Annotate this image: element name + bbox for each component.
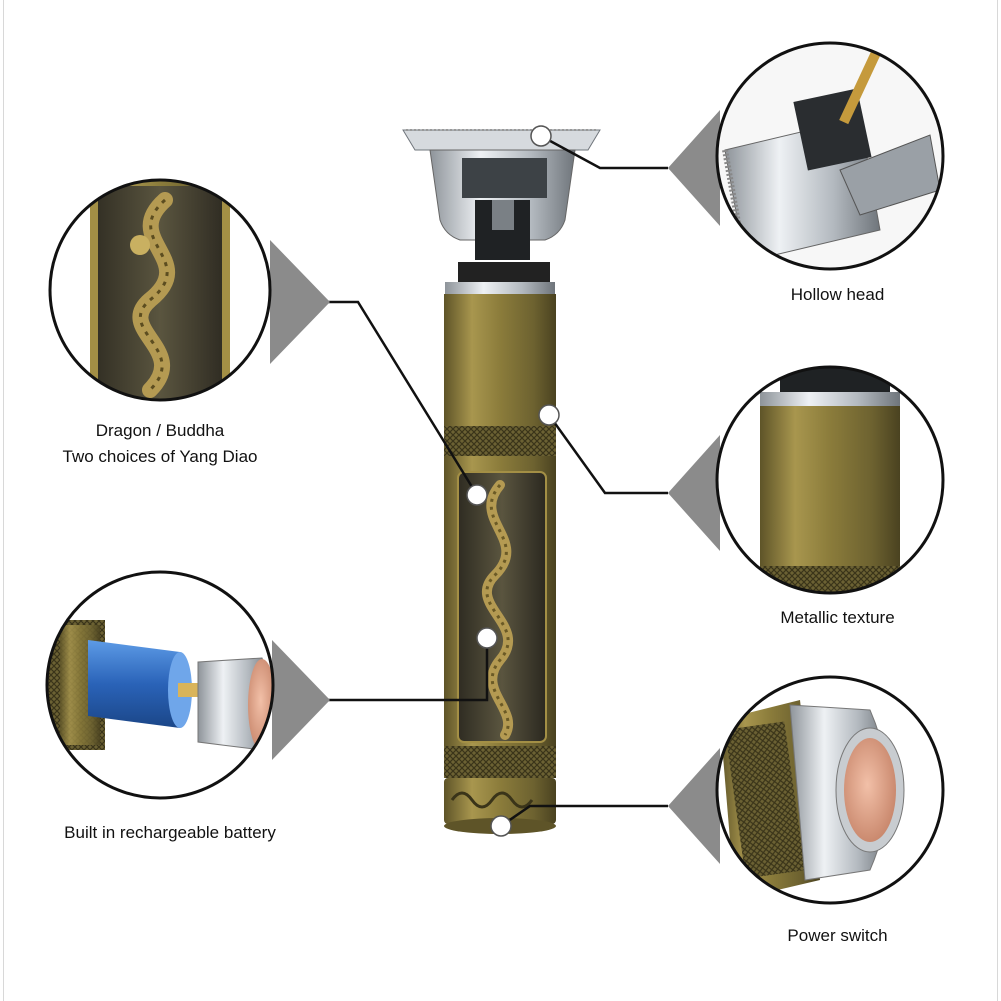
caption-battery: Built in rechargeable battery [40, 820, 300, 846]
trimmer-blade [402, 129, 601, 151]
caption-power-switch: Power switch [745, 923, 930, 949]
battery-detail [45, 570, 275, 800]
caption-dragon-line2: Two choices of Yang Diao [62, 447, 258, 466]
caption-power-switch-text: Power switch [787, 926, 888, 945]
caption-battery-text: Built in rechargeable battery [64, 823, 276, 842]
right-page-edge [997, 0, 998, 1001]
callout-dots [466, 125, 560, 837]
power-switch-detail [715, 675, 945, 905]
trimmer-product [402, 129, 601, 834]
caption-metallic-texture: Metallic texture [745, 605, 930, 631]
metallic-texture-detail [715, 365, 945, 595]
caption-metallic-texture-text: Metallic texture [780, 608, 895, 627]
caption-hollow-head-text: Hollow head [790, 285, 885, 304]
callout-pointers [270, 110, 720, 864]
caption-dragon: Dragon / Buddha Two choices of Yang Diao [40, 418, 280, 470]
left-page-edge [3, 0, 4, 1001]
hollow-head-detail [715, 41, 945, 271]
dragon-engraving-detail [48, 178, 272, 402]
connector-lines [328, 134, 668, 828]
caption-dragon-line1: Dragon / Buddha [95, 421, 225, 440]
caption-hollow-head: Hollow head [745, 282, 930, 308]
